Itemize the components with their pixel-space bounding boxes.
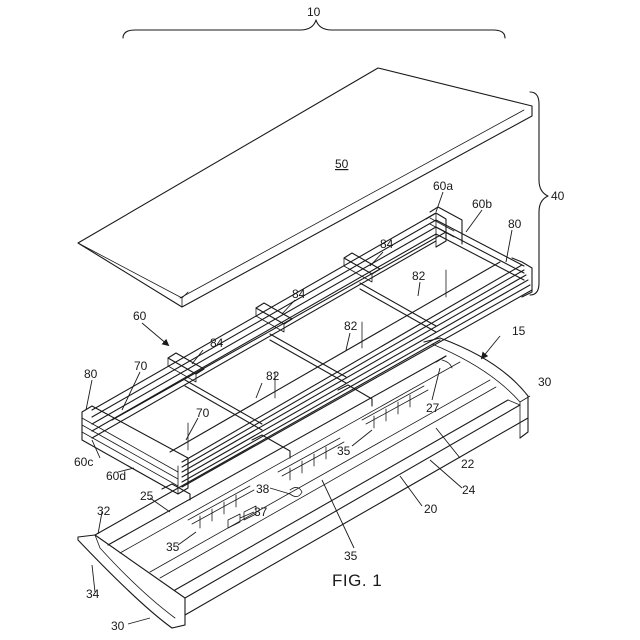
label-38: 38 bbox=[256, 482, 270, 496]
label-82-c: 82 bbox=[266, 369, 280, 383]
label-40: 40 bbox=[551, 189, 565, 203]
reference-labels: 10 50 40 60a 60b 80 84 82 84 82 60 84 15… bbox=[74, 5, 565, 633]
label-15: 15 bbox=[512, 324, 526, 338]
label-82-a: 82 bbox=[412, 269, 426, 283]
label-82-b: 82 bbox=[344, 319, 358, 333]
label-80-left: 80 bbox=[84, 367, 98, 381]
label-30-bottom: 30 bbox=[111, 619, 125, 633]
label-22: 22 bbox=[461, 457, 475, 471]
label-50: 50 bbox=[335, 157, 349, 171]
label-70-b: 70 bbox=[196, 406, 210, 420]
label-60: 60 bbox=[133, 309, 147, 323]
label-27: 27 bbox=[426, 401, 440, 415]
assembly-brace bbox=[123, 20, 505, 38]
label-10: 10 bbox=[307, 5, 321, 19]
label-80-top: 80 bbox=[508, 217, 522, 231]
label-35-b: 35 bbox=[166, 540, 180, 554]
cover-panel bbox=[78, 68, 532, 307]
label-24: 24 bbox=[462, 483, 476, 497]
label-84-c: 84 bbox=[210, 336, 224, 350]
label-60c: 60c bbox=[74, 455, 93, 469]
label-84-b: 84 bbox=[292, 287, 306, 301]
label-60b: 60b bbox=[472, 197, 492, 211]
label-84-a: 84 bbox=[380, 237, 394, 251]
label-25: 25 bbox=[140, 489, 154, 503]
cover-brace bbox=[530, 92, 548, 295]
label-37: 37 bbox=[254, 505, 268, 519]
label-60d: 60d bbox=[106, 469, 126, 483]
label-32: 32 bbox=[97, 504, 111, 518]
frame-assembly bbox=[82, 207, 532, 494]
label-60a: 60a bbox=[433, 179, 453, 193]
label-35-c: 35 bbox=[344, 549, 358, 563]
label-30-right: 30 bbox=[538, 375, 552, 389]
figure-caption: FIG. 1 bbox=[332, 571, 382, 590]
label-35-a: 35 bbox=[337, 444, 351, 458]
leader-lines bbox=[86, 192, 530, 624]
label-34: 34 bbox=[86, 587, 100, 601]
label-70-a: 70 bbox=[134, 359, 148, 373]
tray-assembly bbox=[78, 338, 528, 628]
label-20: 20 bbox=[424, 502, 438, 516]
